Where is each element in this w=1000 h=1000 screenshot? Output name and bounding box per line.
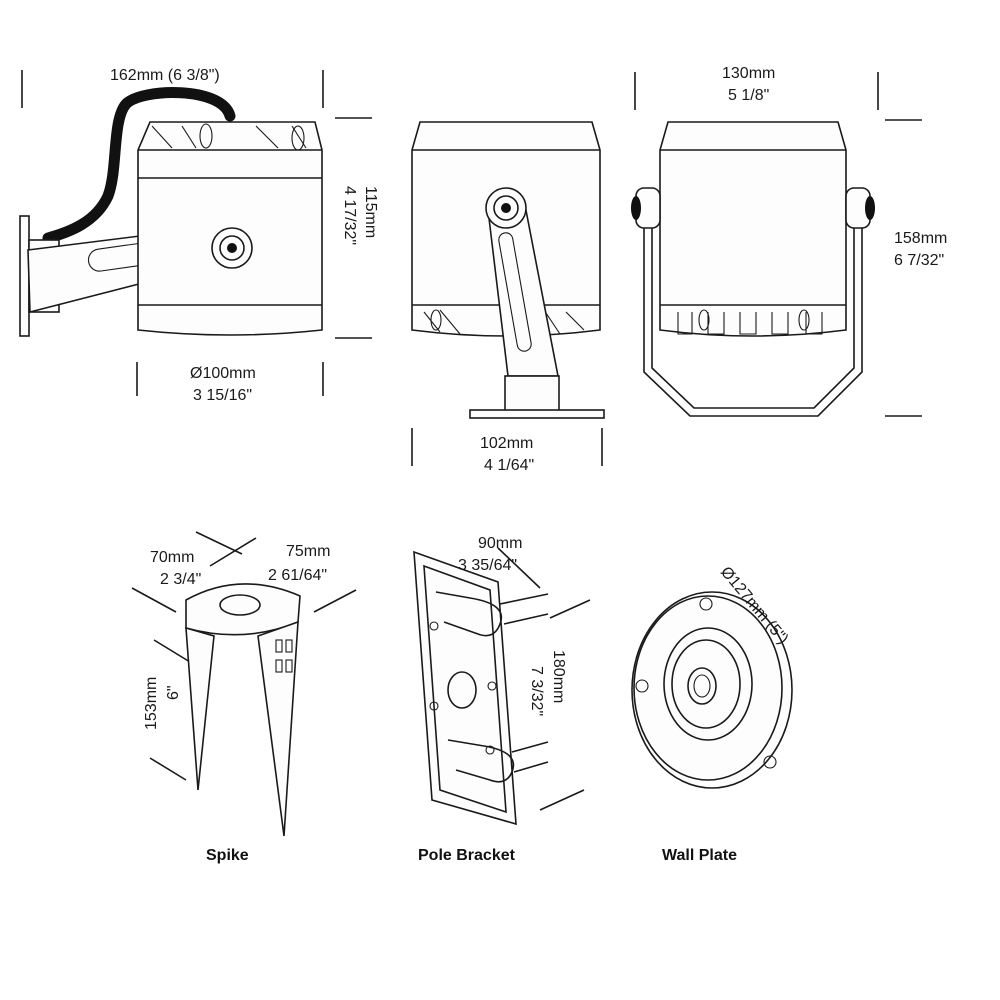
- dim-rear-height-in: 6 7/32": [894, 252, 944, 269]
- spike-leg-right: [257, 620, 299, 837]
- dim-front-base-in: 4 1/64": [484, 457, 534, 474]
- dim-tick: [549, 599, 591, 619]
- power-cable: [42, 87, 236, 244]
- louver-slots-rear: [677, 312, 823, 335]
- mount-hole: [635, 679, 649, 693]
- dim-spike-a-in: 2 3/4": [160, 571, 201, 588]
- caption-spike: Spike: [206, 847, 249, 864]
- dim-spike-h-in: 6": [165, 685, 182, 700]
- caption-wall-plate: Wall Plate: [662, 847, 737, 864]
- u-bracket: [643, 196, 863, 417]
- rear-view-fixture: [631, 72, 922, 417]
- fixture-body-rear: [659, 121, 847, 337]
- dim-pole-w-mm: 90mm: [478, 535, 522, 552]
- dim-side-height-in: 4 17/32": [341, 186, 358, 245]
- dim-spike-b-in: 2 61/64": [268, 567, 327, 584]
- pole-bracket-drawing: [413, 547, 591, 826]
- dim-spike-b-mm: 75mm: [286, 543, 330, 560]
- dim-body-dia-in: 3 15/16": [193, 387, 252, 404]
- dim-spike-a-mm: 70mm: [150, 549, 194, 566]
- dim-side-height-mm: 115mm: [362, 186, 379, 238]
- dim-tick: [209, 537, 257, 567]
- dim-tick: [153, 639, 191, 663]
- bracket-strap-lower: [447, 739, 515, 783]
- dim-tick: [539, 789, 585, 811]
- side-view-fixture: [19, 70, 372, 396]
- dim-rear-width-mm: 130mm: [722, 65, 775, 82]
- dim-body-dia-mm: Ø100mm: [190, 365, 256, 382]
- dim-front-base-mm: 102mm: [480, 435, 533, 452]
- wall-plate-center-hole: [687, 667, 717, 705]
- front-view-fixture: [411, 121, 605, 466]
- louver-slots-front: [423, 309, 585, 335]
- arm-base: [504, 375, 560, 413]
- dim-tick: [497, 547, 541, 589]
- louver-slots: [151, 125, 307, 149]
- dim-tick: [313, 589, 357, 613]
- dim-tick: [149, 757, 187, 781]
- spike-leg-left: [185, 626, 215, 791]
- dim-rear-width-in: 5 1/8": [728, 87, 769, 104]
- wall-plate-drawing: [631, 591, 793, 789]
- mount-hole: [763, 755, 777, 769]
- wall-plate-edge: [19, 215, 30, 337]
- bracket-plate: [413, 550, 517, 826]
- dim-rear-height-mm: 158mm: [894, 230, 947, 247]
- spike-drawing: [131, 531, 357, 837]
- wall-plate-disc: [631, 591, 793, 789]
- dim-pole-h-in: 7 3/32": [528, 666, 545, 716]
- wall-plate-ring: [663, 627, 753, 741]
- bracket-strap-upper: [435, 591, 503, 637]
- dim-pole-w-in: 3 35/64": [458, 557, 517, 574]
- bracket-center-hole: [447, 671, 477, 709]
- base-plate: [469, 409, 605, 419]
- dim-tick: [131, 587, 177, 613]
- dim-pole-h-mm: 180mm: [550, 650, 567, 703]
- spike-top-plate: [185, 583, 301, 636]
- dim-spike-h-mm: 153mm: [143, 677, 160, 730]
- mount-hole: [699, 597, 713, 611]
- arm-slot-front: [498, 232, 532, 352]
- dim-side-width: 162mm (6 3/8"): [110, 67, 220, 84]
- caption-pole-bracket: Pole Bracket: [418, 847, 516, 864]
